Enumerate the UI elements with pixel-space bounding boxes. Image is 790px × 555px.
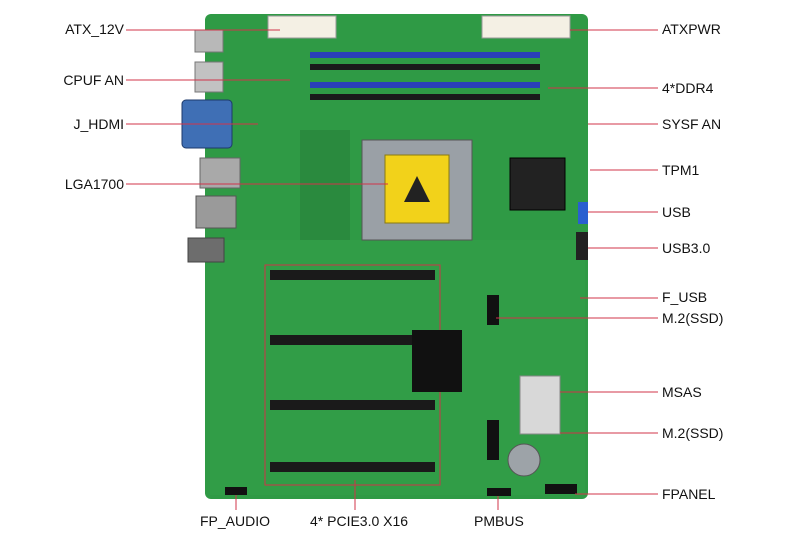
label-j-hdmi: J_HDMI	[73, 116, 124, 132]
pch-heatsink	[412, 330, 462, 392]
onboard-usb	[578, 202, 588, 224]
label-cpuf-an: CPUF AN	[63, 72, 124, 88]
label-tpm1: TPM1	[662, 162, 700, 178]
dimm-slot-3	[310, 82, 540, 88]
atx12v-connector	[267, 15, 337, 39]
atxpwr-connector	[481, 15, 571, 39]
label-fpanel: FPANEL	[662, 486, 716, 502]
dimm-slot-4	[310, 94, 540, 100]
rear-io-lan-2	[195, 195, 237, 229]
label-pmbus: PMBUS	[474, 513, 524, 529]
m2-slot-2	[487, 420, 499, 460]
onboard-usb30	[576, 232, 588, 260]
label-m2-ssd-2: M.2(SSD)	[662, 425, 724, 441]
label-lga1700: LGA1700	[64, 176, 124, 192]
label-sysf-an: SYSF AN	[662, 116, 722, 132]
vrm-area	[300, 130, 350, 240]
label-atxpwr: ATXPWR	[662, 21, 721, 37]
chipset-heatsink	[509, 157, 566, 211]
dimm-slot-1	[310, 52, 540, 58]
label-pcie: 4* PCIE3.0 X16	[310, 513, 409, 529]
label-f-usb: F_USB	[662, 289, 708, 305]
rear-io-audio	[187, 237, 225, 263]
label-atx-12v: ATX_12V	[65, 21, 124, 37]
pmbus-header	[487, 488, 511, 496]
rear-io-usb-top	[194, 29, 224, 53]
label-usb30: USB3.0	[662, 240, 711, 256]
label-m2-ssd-1: M.2(SSD)	[662, 310, 724, 326]
dimm-slot-2	[310, 64, 540, 70]
fp-audio-header	[225, 487, 247, 495]
pcie-slot-2	[270, 335, 435, 345]
leader-lines	[126, 29, 658, 510]
pcie-slot-3	[270, 400, 435, 410]
cpu-warning-mark	[404, 176, 430, 202]
msas-connector	[519, 375, 561, 435]
m2-slot-1	[487, 295, 499, 325]
label-fp-audio: FP_AUDIO	[200, 513, 271, 529]
rear-io-usb-2	[194, 61, 224, 93]
label-ddr4: 4*DDR4	[662, 80, 714, 96]
fpanel-header	[545, 484, 577, 494]
label-msas: MSAS	[662, 384, 702, 400]
pcie-slot-4	[270, 462, 435, 472]
cmos-battery	[507, 443, 541, 477]
rear-io-lan	[199, 157, 241, 189]
pcie-slot-1	[270, 270, 435, 280]
label-usb: USB	[662, 204, 691, 220]
